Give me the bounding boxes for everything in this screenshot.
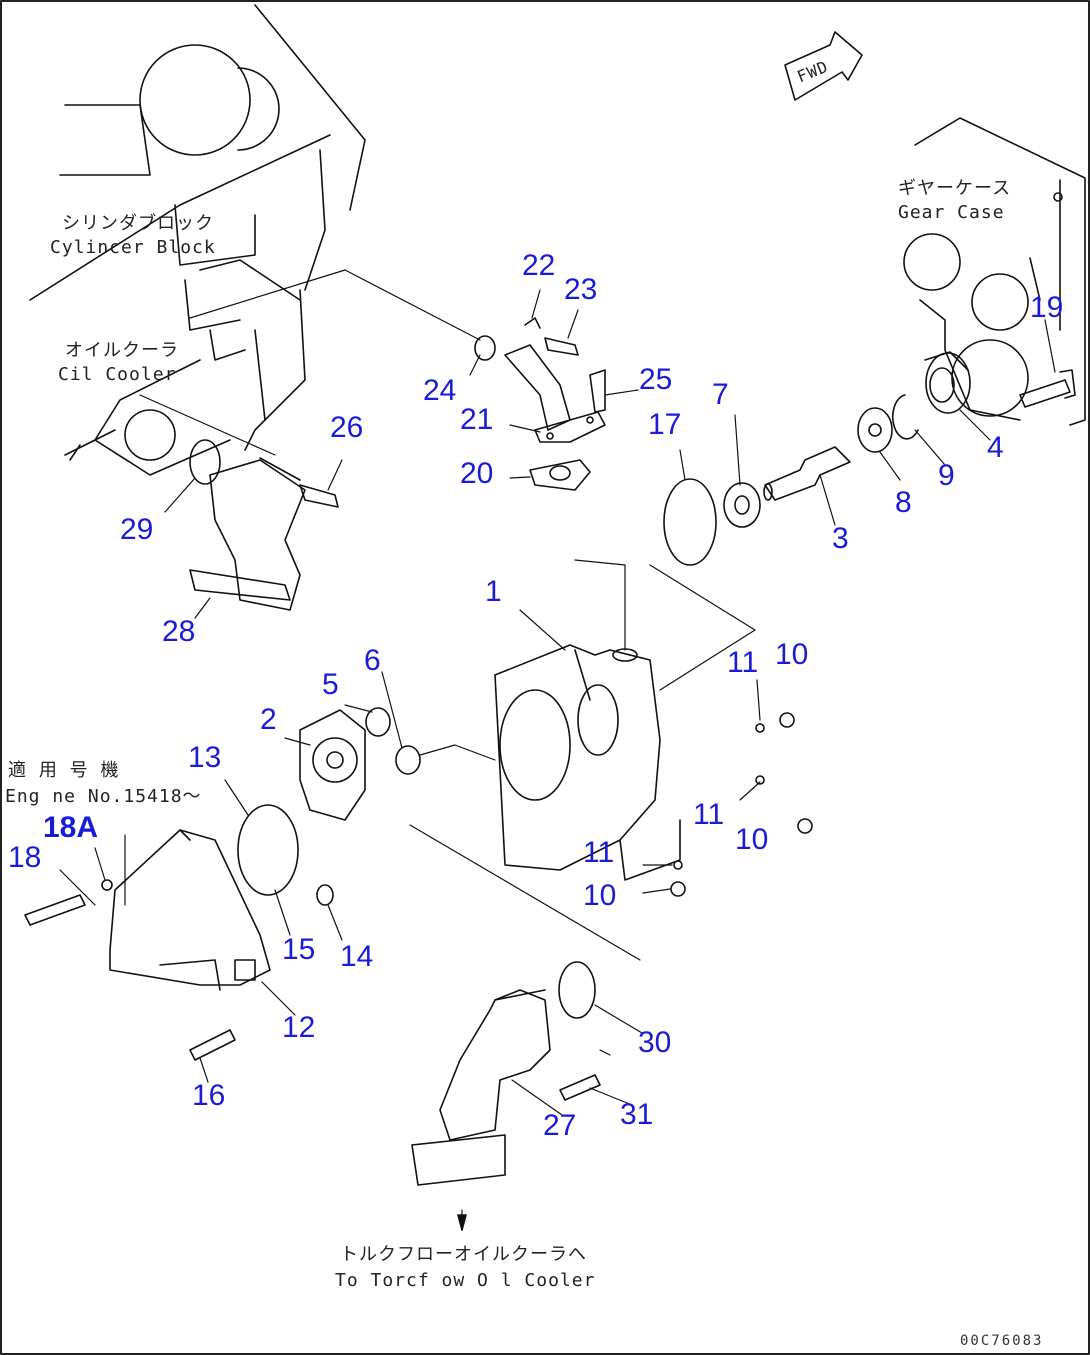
callout-11-c: 11 xyxy=(583,836,615,869)
part-26-bolt xyxy=(299,484,339,508)
callout-1: 1 xyxy=(485,575,502,608)
part-23-bolt xyxy=(544,337,579,356)
callout-22: 22 xyxy=(522,249,556,282)
label-engine-no-en: Eng ne No.15418～ xyxy=(5,786,202,807)
part-14-o-ring xyxy=(316,884,334,906)
part-16-bolt xyxy=(189,1029,236,1061)
callout-6: 6 xyxy=(364,644,381,677)
callout-20: 20 xyxy=(460,457,494,490)
callout-21: 21 xyxy=(460,403,494,436)
part-2-impeller xyxy=(299,709,366,821)
part-3-shaft xyxy=(763,446,851,501)
part-29-o-ring xyxy=(189,439,221,485)
label-gear-case-en: Gear Case xyxy=(898,202,1005,223)
fwd-arrow xyxy=(784,31,863,101)
label-torqflow-jp: トルクフローオイルクーラへ xyxy=(340,1244,587,1265)
callout-5: 5 xyxy=(322,668,339,701)
part-13-o-ring xyxy=(237,804,299,896)
part-24-o-ring xyxy=(474,335,496,361)
callout-27: 27 xyxy=(543,1109,577,1142)
callout-7: 7 xyxy=(712,378,729,411)
callout-19: 19 xyxy=(1030,291,1064,324)
part-27-elbow xyxy=(411,989,551,1186)
part-8-impeller xyxy=(857,407,893,453)
part-11-ring-3 xyxy=(673,860,683,870)
part-25-bolt xyxy=(589,369,606,413)
callout-18a: 18A xyxy=(43,811,99,844)
part-9-snap-ring xyxy=(892,394,919,440)
label-torqflow-en: To Torcf ow O l Cooler xyxy=(335,1270,596,1291)
callout-17: 17 xyxy=(648,408,682,441)
part-7-bearing xyxy=(723,482,761,528)
callout-24: 24 xyxy=(423,374,457,407)
part-28-elbow xyxy=(189,457,306,611)
part-6-seat xyxy=(395,745,421,775)
part-19-bolt xyxy=(1019,369,1076,408)
callout-15: 15 xyxy=(282,933,316,966)
callout-2: 2 xyxy=(260,703,277,736)
callout-25: 25 xyxy=(639,363,673,396)
part-20-gasket xyxy=(529,459,591,491)
label-oil-cooler-jp: オイルクーラ xyxy=(65,340,179,361)
cylinder-block xyxy=(29,4,366,476)
part-30-o-ring xyxy=(558,961,596,1019)
callout-23: 23 xyxy=(564,273,598,306)
part-10-plug-1 xyxy=(779,712,795,728)
callout-29: 29 xyxy=(120,513,154,546)
part-21-pipe xyxy=(504,344,606,443)
part-17-o-ring xyxy=(663,478,717,566)
callout-31: 31 xyxy=(620,1098,654,1131)
part-10-plug-2 xyxy=(797,818,813,834)
part-10-plug-3 xyxy=(670,881,686,897)
part-12-cover xyxy=(109,829,271,991)
callout-10-a: 10 xyxy=(775,638,809,671)
callout-12: 12 xyxy=(282,1011,316,1044)
callout-26: 26 xyxy=(330,411,364,444)
callout-3: 3 xyxy=(832,522,849,555)
part-11-ring-1 xyxy=(755,723,765,733)
part-1-pump-housing xyxy=(494,644,681,881)
callout-30: 30 xyxy=(638,1026,672,1059)
part-4-gear xyxy=(924,351,971,414)
label-cylinder-block-jp: シリンダブロック xyxy=(62,213,214,234)
callout-18: 18 xyxy=(8,841,42,874)
callout-14: 14 xyxy=(340,940,374,973)
part-5-seal xyxy=(365,707,391,737)
callout-10-b: 10 xyxy=(735,823,769,856)
part-18-bolt xyxy=(24,894,86,926)
callout-13: 13 xyxy=(188,741,222,774)
label-cylinder-block-en: Cylincer Block xyxy=(50,237,216,258)
callout-10-c: 10 xyxy=(583,879,617,912)
part-11-ring-2 xyxy=(755,775,765,785)
callout-28: 28 xyxy=(162,615,196,648)
part-31-bolt xyxy=(559,1074,601,1101)
callout-8: 8 xyxy=(895,486,912,519)
drawing-code: 00C76083 xyxy=(960,1333,1044,1349)
gear-case xyxy=(903,117,1086,426)
callout-11-a: 11 xyxy=(727,646,759,679)
label-gear-case-jp: ギヤーケース xyxy=(898,178,1012,199)
callout-16: 16 xyxy=(192,1079,226,1112)
label-oil-cooler-en: Cil Cooler xyxy=(58,364,177,385)
part-18a-washer xyxy=(101,879,113,891)
callout-4: 4 xyxy=(987,431,1004,464)
callout-11-b: 11 xyxy=(693,798,725,831)
leader-lines xyxy=(59,289,1056,1231)
part-22-clip xyxy=(524,317,541,329)
callout-9: 9 xyxy=(938,459,955,492)
label-engine-no-jp: 適 用 号 機 xyxy=(8,760,120,781)
